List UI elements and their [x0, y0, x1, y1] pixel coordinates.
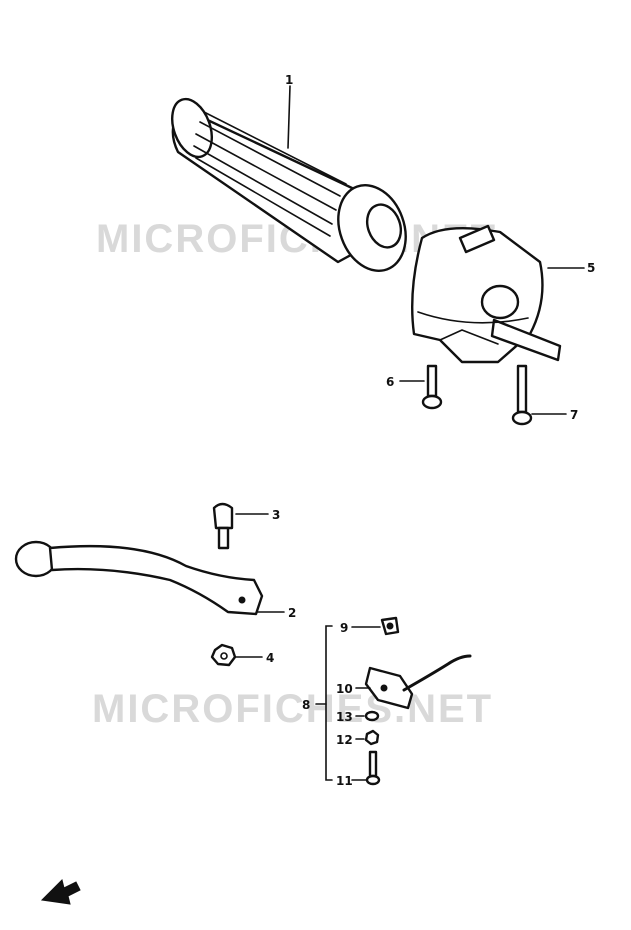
assembly-bracket-8: [315, 625, 333, 781]
front-arrow-icon: [40, 879, 81, 905]
callout-4: 4: [266, 651, 274, 665]
callout-3: 3: [272, 508, 280, 522]
screw-part-11: [365, 750, 381, 786]
lever-part-2: [14, 540, 264, 616]
callout-8: 8: [302, 698, 310, 712]
callout-5: 5: [587, 261, 595, 275]
screw-part-6: [421, 364, 443, 410]
washer-part-13: [364, 710, 380, 722]
callout-7: 7: [570, 408, 578, 422]
leader-1: [287, 85, 291, 149]
screw-part-7: [511, 364, 533, 426]
switch-housing-part-5: [411, 224, 562, 364]
callout-2: 2: [288, 606, 296, 620]
switch-part-10: [364, 654, 472, 710]
callout-1: 1: [285, 73, 293, 87]
callout-13: 13: [336, 710, 353, 724]
pivot-bolt-part-3: [212, 502, 234, 550]
callout-11: 11: [336, 774, 353, 788]
clip-part-9: [380, 616, 400, 636]
grip-part-1: [171, 97, 407, 272]
callout-12: 12: [336, 733, 353, 747]
nut-part-12: [364, 729, 380, 746]
watermark-bottom: MICROFICHES.NET: [92, 687, 493, 731]
nut-part-4: [210, 643, 237, 667]
callout-9: 9: [340, 621, 348, 635]
callout-6: 6: [386, 375, 394, 389]
callout-10: 10: [336, 682, 353, 696]
